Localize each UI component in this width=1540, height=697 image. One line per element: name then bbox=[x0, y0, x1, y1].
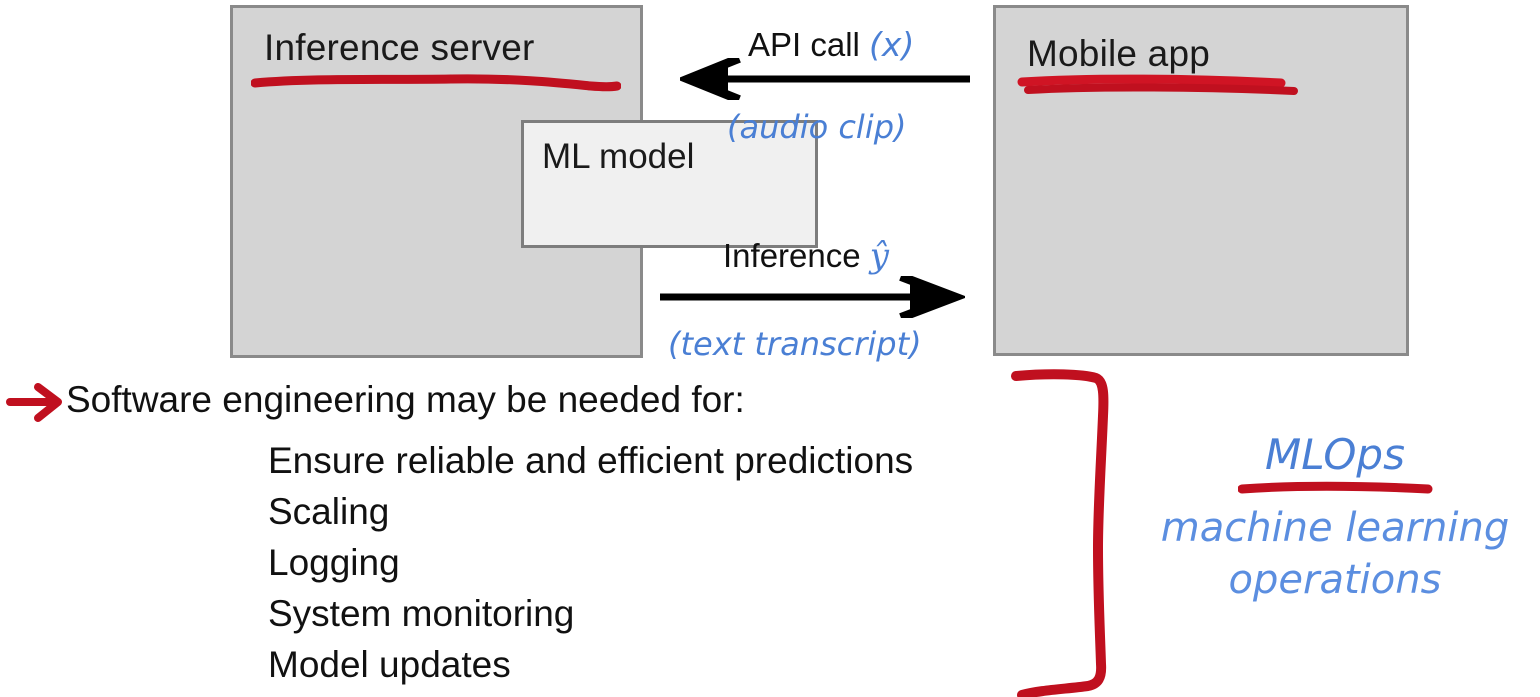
mlops-title: MLOps bbox=[1265, 430, 1405, 479]
mlops-annotation: MLOps machine learning operations bbox=[1130, 430, 1540, 606]
list-item: Logging bbox=[268, 542, 400, 583]
inference-server-underline-scribble bbox=[251, 74, 621, 92]
list-item: Model updates bbox=[268, 644, 511, 685]
audio-clip-label: (audio clip) bbox=[727, 108, 907, 146]
red-arrow-bullet-icon bbox=[6, 383, 62, 422]
response-arrow-icon bbox=[660, 276, 965, 318]
mlops-expansion-line-2: operations bbox=[1228, 557, 1442, 603]
list-item: Scaling bbox=[268, 491, 390, 532]
mobile-app-title: Mobile app bbox=[1027, 33, 1211, 74]
api-call-symbol: (x) bbox=[869, 25, 915, 64]
request-arrow-icon bbox=[680, 58, 970, 100]
list-item: System monitoring bbox=[268, 593, 575, 634]
mlops-expansion-line-1: machine learning bbox=[1160, 505, 1510, 551]
software-engineering-heading: Software engineering may be needed for: bbox=[66, 379, 745, 420]
inference-server-title: Inference server bbox=[264, 27, 535, 68]
ml-model-box: ML model bbox=[521, 120, 818, 248]
api-call-text: API call bbox=[748, 26, 860, 63]
api-call-label: API call (x) bbox=[748, 25, 914, 64]
list-item: Ensure reliable and efficient prediction… bbox=[268, 440, 914, 481]
red-brace-icon bbox=[1011, 369, 1109, 697]
inference-label: Inference ŷ bbox=[723, 236, 889, 276]
software-engineering-list: Ensure reliable and efficient prediction… bbox=[268, 435, 913, 690]
ml-model-label: ML model bbox=[542, 137, 695, 176]
mlops-underline-scribble bbox=[1238, 481, 1433, 494]
inference-symbol: ŷ bbox=[869, 236, 889, 276]
inference-text: Inference bbox=[723, 237, 861, 274]
text-transcript-label: (text transcript) bbox=[668, 325, 922, 363]
